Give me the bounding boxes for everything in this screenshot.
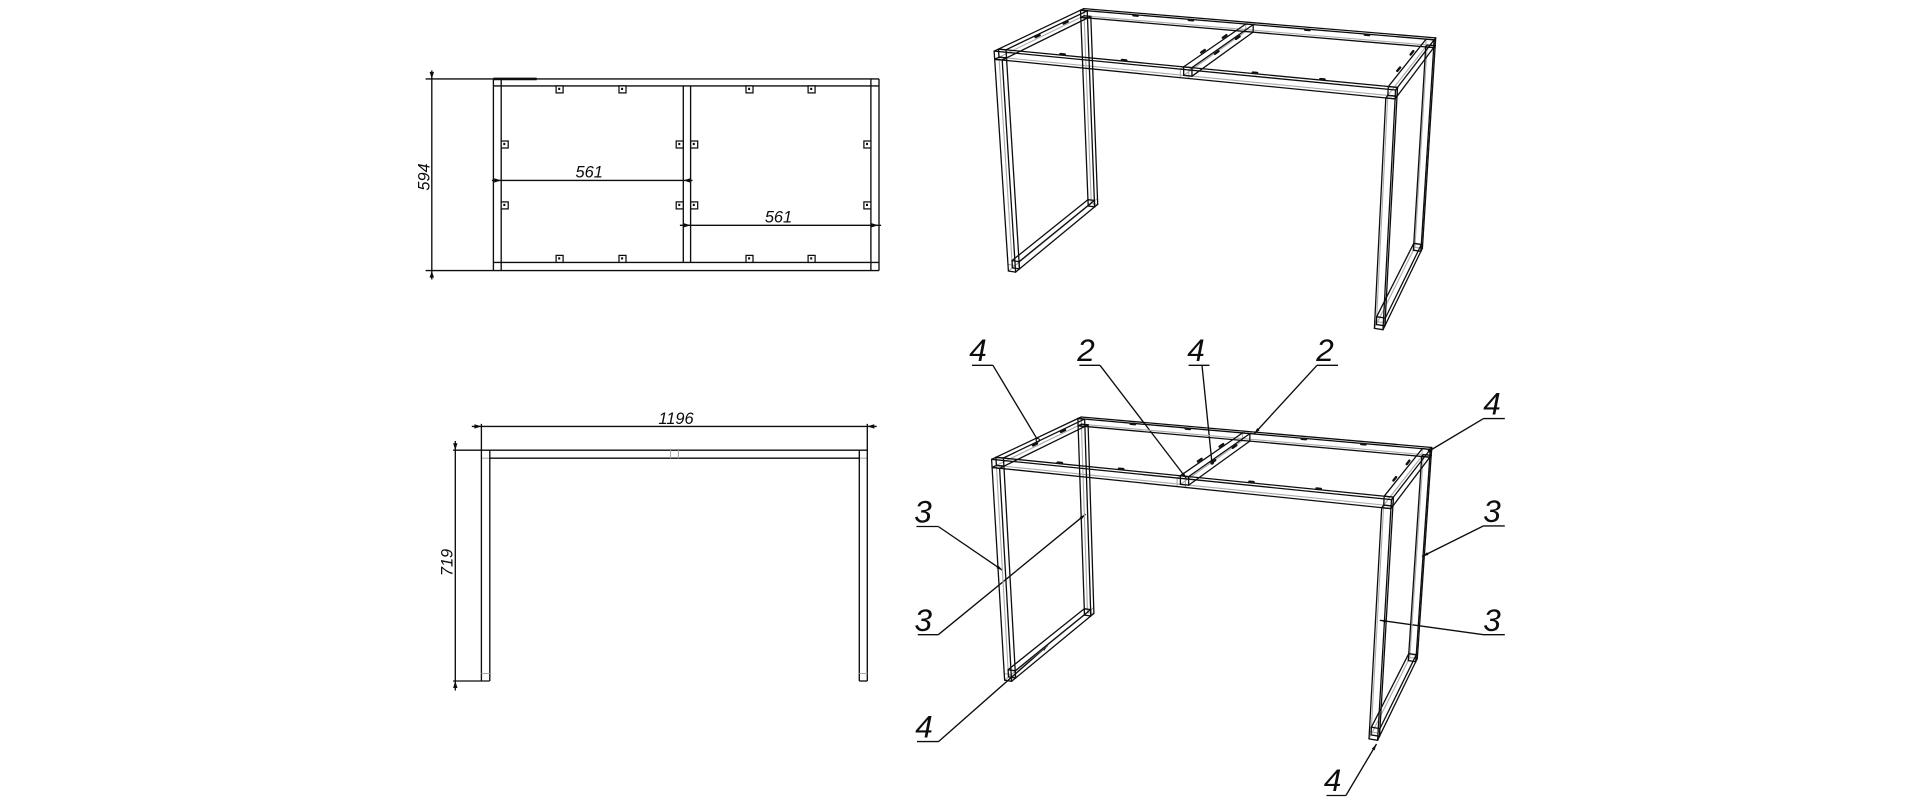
svg-text:561: 561 [576,163,603,181]
svg-text:561: 561 [765,208,792,226]
svg-text:2: 2 [1076,332,1095,368]
svg-text:3: 3 [914,493,932,529]
svg-text:4: 4 [915,709,933,745]
svg-text:2: 2 [1315,332,1334,368]
svg-text:3: 3 [915,602,933,638]
svg-text:4: 4 [1187,332,1205,368]
svg-text:594: 594 [416,163,434,190]
svg-text:3: 3 [1483,602,1501,638]
svg-text:719: 719 [438,549,456,576]
svg-text:4: 4 [1483,386,1501,422]
svg-text:3: 3 [1483,493,1501,529]
svg-text:4: 4 [969,332,987,368]
svg-text:1196: 1196 [658,410,694,428]
svg-text:4: 4 [1324,762,1342,798]
